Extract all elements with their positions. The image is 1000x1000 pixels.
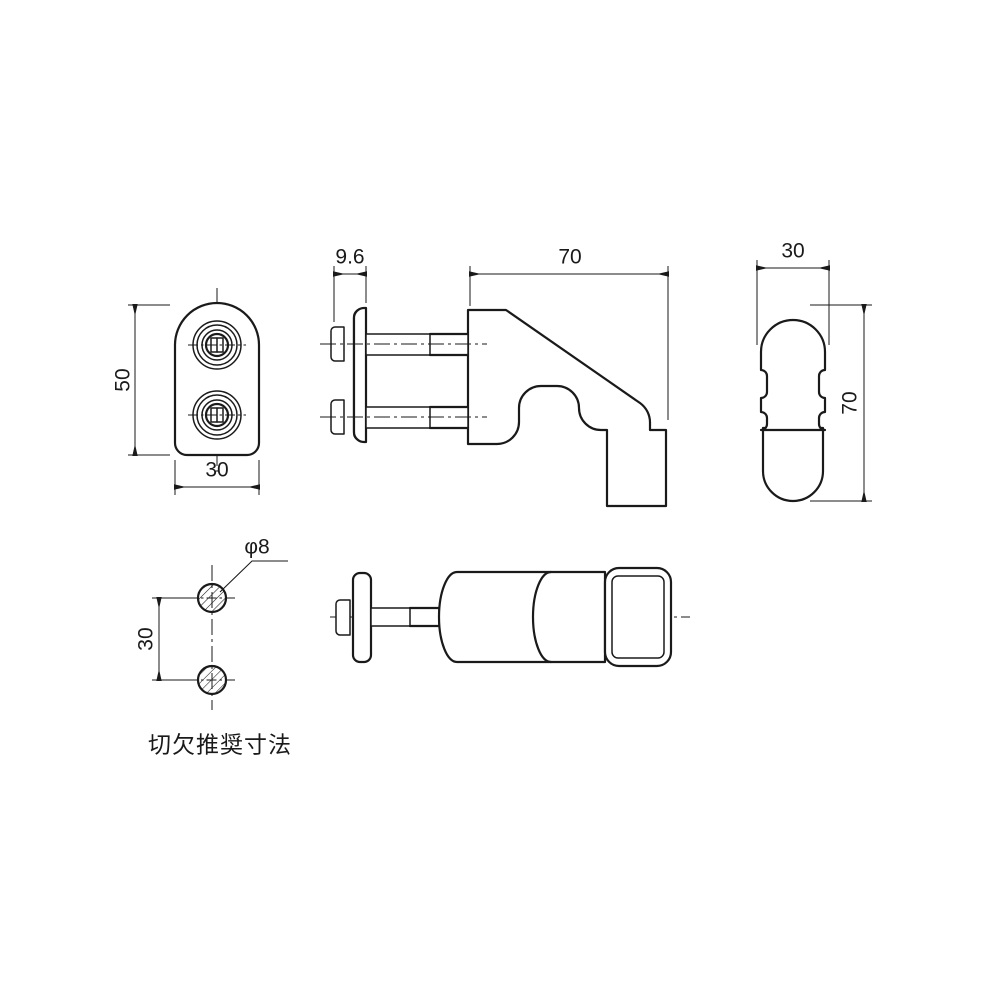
plan-boss-outline [437,570,607,664]
phi8-leader-line [219,560,288,593]
lever-end-contour [759,318,827,432]
lower-screw-ring-2 [196,394,238,436]
escutcheon-plate [352,306,368,444]
lower-screw-assembly [188,390,246,440]
recommended-cutout-view: φ8 30 切欠推奨寸法 [135,536,292,759]
upper-screw-hex-socket [210,337,224,353]
upper-screw-assembly [188,320,246,370]
lower-bolt-head [330,399,345,435]
upper-screw-ring-3 [201,329,233,361]
plan-boss-inner-arc [531,570,553,664]
lever-plan-view [330,566,690,668]
lower-screw-ring-3 [201,399,233,431]
lower-screw-outer-ring [192,390,242,440]
lower-cutout-hole [188,664,237,696]
upper-hole-circle [196,582,228,614]
dim70-text: 70 [558,246,581,269]
lever-end-bottom-stadium [761,426,825,503]
upper-screw-head [204,332,230,358]
plan-flange-disc [351,571,373,664]
lever-side-elevation: 9.6 70 [320,246,690,520]
lower-bolt-assembly [320,399,487,435]
hole-diameter-callout: φ8 [219,536,288,593]
flange-thickness-dimension: 9.6 [333,246,367,322]
upper-bolt-head [330,326,345,362]
lever-height-dimension: 70 [810,304,872,502]
upper-bolt-assembly [320,326,487,362]
plan-bolt-thread [409,607,440,627]
dim50-text: 50 [112,368,135,391]
lever-outline-main [466,308,668,508]
lever-projection-dimension: 70 [469,246,669,420]
cutout-caption: 切欠推奨寸法 [148,733,292,759]
plate-height-dimension: 50 [112,304,170,456]
lever-width-dimension: 30 [756,240,830,345]
dim96-text: 9.6 [335,246,364,269]
dim30-text: 30 [205,459,228,482]
hole-spacing-dimension: 30 [135,597,196,681]
mounting-plate-front-view: 50 30 [112,288,261,495]
lower-screw-head [204,402,230,428]
plan-lever-square-inner [611,575,665,659]
mounting-plate-outline [173,301,261,457]
lower-hole-circle [196,664,228,696]
dimw30-text: 30 [781,240,804,263]
plan-lever-square-outer [603,566,673,668]
dimsp30-text: 30 [135,627,158,650]
upper-screw-ring-2 [196,324,238,366]
dimh70-text: 70 [839,391,862,414]
lower-screw-hex-socket [210,407,224,423]
lever-end-elevation: 30 70 [756,240,872,503]
phi8-text: φ8 [244,536,269,559]
upper-cutout-hole [188,582,237,614]
plate-width-dimension: 30 [174,459,260,495]
upper-screw-outer-ring [192,320,242,370]
plan-bolt-head [335,599,351,636]
